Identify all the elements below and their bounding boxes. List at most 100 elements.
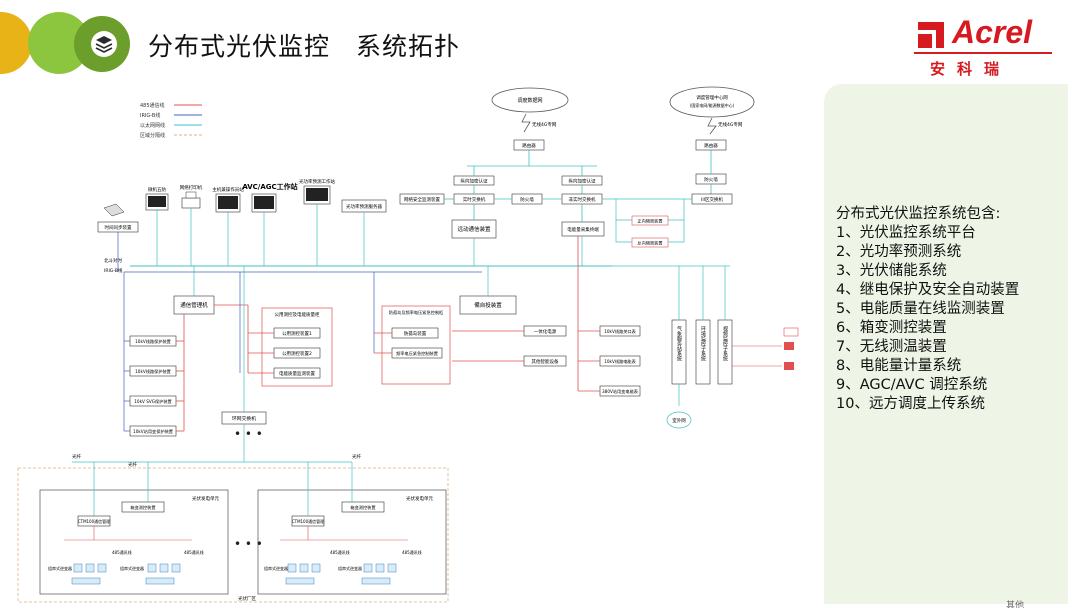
unit1-485: 485通讯线 [112, 549, 132, 555]
unit1-inverter-b: 组串式逆变器 [120, 565, 144, 571]
ws-label-1: 网络打印机 [180, 184, 203, 191]
router-left: 路由器 [522, 142, 536, 149]
zone3-switch: III区交换机 [701, 196, 723, 203]
feature-item: 10、远方调度上传系统 [836, 396, 985, 412]
video-monitor: 视频监控子系统 [722, 325, 728, 362]
unit2-comm: CTM100通信管理 [292, 518, 324, 524]
integrated-power: 一体化电源 [534, 328, 557, 335]
legend-zone: 区域分隔线 [140, 132, 165, 139]
firewall-mid: 防火墙 [520, 196, 534, 203]
fiber-label-2: 光纤 [128, 461, 137, 468]
irig-label: IRIG-B线 [104, 267, 123, 274]
forecast-server: 光功率预测服务器 [346, 203, 382, 210]
encrypt-2: 纵向加密认证 [569, 178, 596, 185]
feature-item: 7、无线测温装置 [836, 339, 947, 355]
acrel-logo-icon [916, 18, 946, 50]
plant-area-label: 光伏厂区 [238, 595, 256, 602]
ws-label-2: 主机兼操作员站 [212, 186, 244, 193]
forward-isolation: 正向隔离装置 [637, 218, 662, 225]
feature-item: 9、AGC/AVC 调控系统 [836, 377, 988, 393]
workstation-icon: 微机五防 [145, 186, 169, 211]
legend-485: 485通信线 [140, 102, 165, 109]
feature-item: 1、光伏监控系统平台 [836, 225, 976, 241]
anti-island-device: 防孤岛装置 [404, 330, 427, 337]
station-protection: 10kV站用变保护装置 [133, 428, 173, 435]
workstation-icon: 光功率预测工作站 [299, 178, 335, 205]
comm-manager: 通信管理机 [180, 301, 208, 309]
dispatch-center-sub: (国家电网/能源数据中心) [690, 102, 735, 108]
net-security-monitor: 网络安全监测装置 [404, 196, 440, 203]
weather-station: 气象服务站系统 [676, 325, 682, 362]
ellipsis-dots: • • • [234, 427, 263, 441]
unit2-title: 光伏发电单元 [406, 495, 433, 502]
feature-item: 5、电能质量在线监测装置 [836, 301, 1005, 317]
wireless-right-label: 无线4G专网 [718, 121, 743, 128]
ellipsis-dots-2: • • • [234, 537, 263, 551]
ws-label-4: 光功率预测工作站 [299, 178, 335, 185]
workstation-icon: 主机兼操作员站 [212, 186, 244, 213]
diagram-legend: 485通信线 IRIG-B线 以太网网线 区域分隔线 [140, 102, 202, 139]
outdoor-net: 室外网 [672, 417, 686, 424]
meter-line: 10kV线路电能表 [604, 358, 636, 365]
pv-unit-1: 光伏发电单元 CTM100通信管理 箱变测控装置 485通讯线 485通讯线 组… [39, 462, 229, 595]
firewall-right: 防火墙 [704, 176, 718, 183]
brand-name: Acrel [952, 14, 1033, 50]
dispatch-net-label: 调度数据网 [517, 97, 542, 104]
topology-diagram: 485通信线 IRIG-B线 以太网网线 区域分隔线 调度数据网 调度管理中心网… [17, 86, 799, 603]
ws-label-0: 微机五防 [148, 186, 166, 193]
pq-item-2: 公用测控装置2 [282, 350, 312, 357]
router-right: 路由器 [704, 142, 718, 149]
feature-item: 4、继电保护及安全自动装置 [836, 282, 1020, 298]
fiber-label-1: 光纤 [72, 453, 81, 460]
feature-item: 6、箱变测控装置 [836, 320, 947, 336]
auto-transfer: 備自投装置 [474, 301, 502, 309]
ring-switch: 环网交换机 [232, 415, 256, 422]
page-title: 分布式光伏监控 系统拓扑 [148, 32, 461, 61]
feature-item: 2、光功率预测系统 [836, 244, 962, 260]
unit2-485: 485通讯线 [330, 549, 350, 555]
other-devices: 其他智能设备 [532, 358, 559, 365]
pq-item-1: 公用测控装置1 [282, 330, 312, 337]
unit2-inverter-b: 组串式逆变器 [338, 565, 362, 571]
pq-cabinet-title: 公用测控及电能质量柜 [275, 311, 320, 318]
fiber-label-3: 光纤 [352, 453, 361, 460]
unit1-485b: 485通讯线 [184, 549, 204, 555]
brand-chinese-name: 安科瑞 [930, 60, 1012, 78]
env-monitor: 环境监控子系统 [700, 326, 706, 362]
unit2-box: 箱变测控装置 [350, 504, 375, 511]
unit2-inverter-a: 组串式逆变器 [264, 565, 288, 571]
feature-item: 3、光伏储能系统 [836, 263, 947, 279]
feature-panel-background [824, 84, 1068, 604]
printer-icon: 网络打印机 [180, 184, 203, 209]
unit1-box: 箱变测控装置 [130, 504, 155, 511]
wireless-label: 无线4G专网 [532, 121, 557, 128]
feature-list: 分布式光伏监控系统包含: 1、光伏监控系统平台 2、光功率预测系统 3、光伏储能… [836, 205, 1019, 414]
unit1-title: 光伏发电单元 [192, 495, 219, 502]
nonrealtime-switch: 非实时交换机 [569, 196, 596, 203]
pv-unit-2: 光伏发电单元 CTM100通信管理 箱变测控装置 485通讯线 485通讯线 组… [257, 462, 447, 595]
meter-gateway: 10kV线路关口表 [604, 328, 636, 335]
beidou-label: 北斗对时 [104, 257, 122, 264]
reverse-isolation: 反向隔离装置 [637, 240, 662, 247]
unit1-comm: CTM100通信管理 [78, 518, 110, 524]
feature-heading: 分布式光伏监控系统包含: [836, 206, 1001, 222]
anti-island-title: 防孤岛及频率电压紧急控制柜 [389, 309, 443, 316]
power-terminal: 电能量采集终端 [567, 226, 599, 233]
legend-ethernet: 以太网网线 [140, 122, 165, 129]
ws-label-3: AVC/AGC工作站 [242, 182, 297, 191]
encrypt-1: 纵向加密认证 [461, 178, 488, 185]
protection-devices: 10kV线路保护装置 10kV线路保护装置 10kV SVG保护装置 10kV站… [129, 335, 177, 437]
unit1-inverter-a: 组串式逆变器 [48, 565, 72, 571]
freq-volt-device: 频率电压紧急控制装置 [396, 350, 438, 357]
unit2-485b: 485通讯线 [402, 549, 422, 555]
layers-icon [90, 30, 118, 58]
workstation-icon: AVC/AGC工作站 [242, 182, 298, 213]
time-sync-device: 时间同步装置 [105, 224, 132, 231]
realtime-switch: 实时交换机 [463, 196, 486, 203]
line-protection: 10kV线路保护装置 [135, 338, 171, 345]
corner-tag: 其他 [1006, 601, 1025, 608]
feature-item: 8、电能量计量系统 [836, 358, 962, 374]
remote-comm-device: 远动通信装置 [457, 225, 491, 233]
trans-protection: 10kV线路保护装置 [135, 368, 171, 375]
